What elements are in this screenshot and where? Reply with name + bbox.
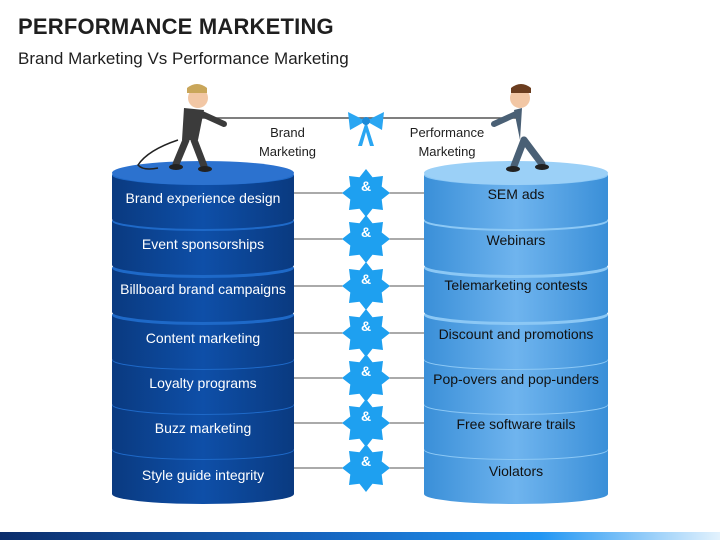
brand-marketing-label-line-1: Brand: [270, 125, 305, 140]
ribbon-tail-icon: [358, 121, 366, 146]
ampersand-label: &: [360, 271, 372, 287]
brand-stack-top: [112, 161, 294, 185]
brand-item: Event sponsorships: [141, 236, 265, 252]
brand-item: Style guide integrity: [141, 467, 265, 483]
performance-item: Violators: [488, 463, 544, 479]
performance-marketing-label: Performance Marketing: [398, 123, 496, 161]
performance-item: SEM ads: [487, 186, 545, 202]
performance-stack-top: [424, 161, 608, 185]
ampersand-label: &: [360, 453, 372, 469]
brand-marketing-label: Brand Marketing: [245, 123, 330, 161]
footer-gradient-bar: [0, 532, 720, 540]
ampersand-star-icon: [342, 169, 390, 217]
ampersand-label: &: [360, 408, 372, 424]
ampersand-star-icon: [342, 309, 390, 357]
ampersand-label: &: [360, 224, 372, 240]
ribbon-bow-icon: [348, 112, 366, 130]
brand-marketing-label-line-2: Marketing: [258, 144, 317, 159]
brand-item: Buzz marketing: [154, 420, 252, 436]
brand-item: Brand experience design: [125, 190, 281, 206]
performance-item: Pop-overs and pop-unders: [433, 371, 599, 387]
performance-item: Telemarketing contests: [444, 277, 588, 293]
page-subtitle: Brand Marketing Vs Performance Marketing: [18, 49, 349, 68]
ampersand-star-icon: [342, 262, 390, 310]
ampersand-star-icon: [342, 354, 390, 402]
brand-figure-icon: [169, 84, 227, 172]
performance-figure-icon: [491, 84, 549, 172]
performance-item: Webinars: [486, 232, 546, 248]
ampersand-star-icon: [342, 444, 390, 492]
ampersand-star-icon: [342, 399, 390, 447]
ribbon-knot-icon: [362, 117, 370, 125]
performance-marketing-label-line-1: Performance: [409, 125, 485, 140]
ampersand-label: &: [360, 363, 372, 379]
performance-marketing-label-line-2: Marketing: [418, 144, 476, 159]
ribbon-bow-icon: [366, 112, 384, 130]
ampersand-label: &: [360, 318, 372, 334]
performance-item: Discount and promotions: [438, 326, 594, 342]
performance-item: Free software trails: [456, 416, 576, 432]
ampersand-label: &: [360, 178, 372, 194]
brand-item: Content marketing: [145, 330, 261, 346]
brand-item: Billboard brand campaigns: [120, 281, 286, 297]
ribbon-tail-icon: [366, 121, 374, 146]
page-title: PERFORMANCE MARKETING: [18, 14, 334, 39]
rope-coil-icon: [137, 139, 179, 170]
ampersand-star-icon: [342, 215, 390, 263]
brand-item: Loyalty programs: [149, 375, 257, 391]
